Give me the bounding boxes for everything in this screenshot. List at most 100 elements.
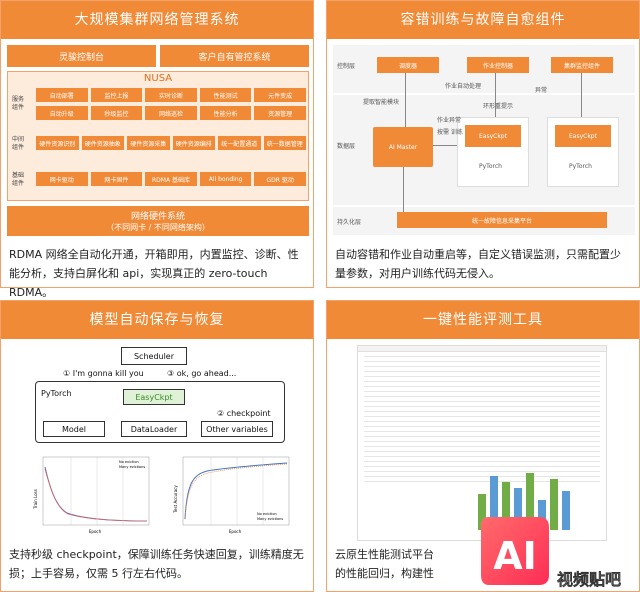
scheduler-box: Scheduler (121, 347, 187, 365)
checkpoint-diagram: Scheduler ① I'm gonna kill you ③ ok, go … (35, 345, 285, 445)
ai-master-box: AI Master (373, 127, 433, 167)
report-line (364, 426, 600, 427)
note-submit: 提取智能模块 (363, 99, 400, 106)
connector (581, 73, 582, 117)
connector (495, 73, 496, 117)
note-error: 作业异常 (437, 117, 462, 124)
panel-description: 云原生性能测试平台 的性能回归，构建性 (335, 548, 434, 580)
dispatcher-box: 调度器 (377, 57, 439, 73)
chart1-xlabel: Epoch (89, 529, 102, 534)
report-line (364, 451, 600, 452)
component-box: All bonding (199, 172, 252, 186)
panel-title: 大规模集群网络管理系统 (1, 1, 313, 39)
report-line (364, 471, 600, 472)
console-button[interactable]: 灵骏控制台 (7, 45, 156, 67)
ok-message: ③ ok, go ahead... (167, 369, 237, 378)
job-controller-box: 作业控制器 (467, 57, 529, 73)
report-bar (490, 476, 498, 530)
component-box: 硬件资源识别 (36, 136, 79, 150)
note-restart: 异常 (535, 87, 548, 94)
report-line (364, 396, 600, 397)
pytorch-label-1: PyTorch (479, 163, 502, 170)
component-box: 自动部署 (36, 88, 88, 102)
nusa-label: NUSA (143, 73, 173, 84)
report-line (364, 401, 600, 402)
chart2-xlabel: Epoch (229, 529, 242, 534)
component-box: 硬件资源采集 (127, 136, 170, 150)
chart2-legend-1: No eviction (257, 512, 277, 516)
row-label: 服务 组件 (12, 96, 25, 111)
pytorch-label-2: PyTorch (569, 163, 592, 170)
chart2-legend-2: Many evictions (257, 517, 283, 521)
report-bar (502, 482, 510, 530)
easyckpt-box-2: EasyCkpt (555, 125, 611, 147)
report-bar (478, 494, 486, 530)
hardware-subtitle: （不同网卡 / 不同网络架构） (106, 223, 210, 232)
report-line (364, 366, 600, 367)
easyckpt-box-1: EasyCkpt (465, 125, 521, 147)
note-notify: 环形重提示 (483, 103, 514, 110)
panel-description: 支持秒级 checkpoint，保障训练任务快速回复，训练精度无损；上手容易，仅… (9, 548, 304, 580)
panel-title: 容错训练与故障自愈组件 (327, 1, 639, 39)
component-box: 性能分析 (199, 106, 252, 120)
watermark-logo: AI 视频贴吧 (481, 517, 621, 589)
hardware-title: 网络硬件系统 (130, 212, 185, 222)
report-line (364, 421, 600, 422)
panel-description: RDMA 网络全自动化开通，开箱即用，内置监控、诊断、性能分析，支持白屏化和 a… (9, 248, 299, 299)
fault-platform-box: 统一故障信息采集平台 (397, 212, 607, 228)
panel-title: 一键性能评测工具 (327, 301, 639, 339)
customer-system-button[interactable]: 客户自有管控系统 (160, 45, 309, 67)
panel-checkpoint: 模型自动保存与恢复 Scheduler ① I'm gonna kill you… (0, 300, 314, 592)
watermark-text: 视频贴吧 (557, 570, 621, 589)
connector (403, 167, 404, 212)
layer-label-control: 控制层 (337, 63, 356, 70)
report-body (358, 356, 606, 530)
chart2-ylabel: Test Accuracy (173, 485, 178, 514)
report-bar (550, 479, 558, 530)
report-line (364, 446, 600, 447)
report-line (364, 431, 600, 432)
report-header-bar (358, 346, 606, 352)
component-box: 元件变成 (254, 88, 306, 102)
component-box: 实时诊断 (145, 88, 197, 102)
chart1-legend-1: No eviction (119, 460, 139, 464)
hardware-system: 网络硬件系统 （不同网卡 / 不同网络架构） (7, 206, 309, 236)
component-box: RDMA 基础库 (145, 172, 197, 186)
kill-message: ① I'm gonna kill you (63, 369, 144, 378)
panel-description: 自动容错和作业自动重启等，自定义错误监测，只需配置少量参数，对用户训练代码无侵入… (335, 248, 621, 280)
layer-label-persist: 持久化层 (337, 219, 362, 226)
chart1-legend-2: Many evictions (119, 465, 145, 469)
layer-label-data: 数据层 (337, 143, 356, 150)
accuracy-chart: Test Accuracy Epoch No eviction Many evi… (173, 456, 290, 534)
component-box: 秒级监控 (90, 106, 143, 120)
cluster-monitor-box: 集群监控组件 (551, 57, 613, 73)
report-line (364, 481, 600, 482)
layer-diagram: 控制层 数据层 持久化层 调度器 作业控制器 集群监控组件 AI Master … (333, 45, 635, 235)
report-line (364, 436, 600, 437)
note-auto: 作业自动处理 (445, 83, 482, 90)
component-box: 监控上报 (90, 88, 143, 102)
component-box: 网卡固件 (90, 172, 143, 186)
panel-cluster-network: 大规模集群网络管理系统 灵骏控制台 客户自有管控系统 NUSA 服务 组件自动部… (0, 0, 314, 299)
component-box: 资源管理 (254, 106, 306, 120)
pytorch-frame (35, 381, 285, 443)
panel-fault-tolerance: 容错训练与故障自愈组件 控制层 数据层 持久化层 调度器 作业控制器 集群监控组… (326, 0, 640, 288)
connector (433, 145, 457, 146)
chart1-ylabel: Train Loss (33, 489, 38, 510)
report-screenshot (357, 345, 607, 541)
report-line (364, 466, 600, 467)
connector (405, 73, 406, 127)
report-line (364, 406, 600, 407)
other-variables-box: Other variables (201, 421, 273, 437)
row-label: 中间 组件 (12, 136, 25, 151)
dataloader-box: DataLoader (121, 421, 187, 437)
report-line (364, 461, 600, 462)
row-label: 基础 组件 (12, 172, 25, 187)
component-box: 硬件资源抽象 (81, 136, 124, 150)
report-bar (538, 500, 546, 530)
report-bar (562, 491, 570, 530)
component-box: GDR 驱动 (254, 172, 306, 186)
report-line (364, 381, 600, 382)
report-bar (526, 473, 534, 530)
component-box: 性能测试 (199, 88, 252, 102)
